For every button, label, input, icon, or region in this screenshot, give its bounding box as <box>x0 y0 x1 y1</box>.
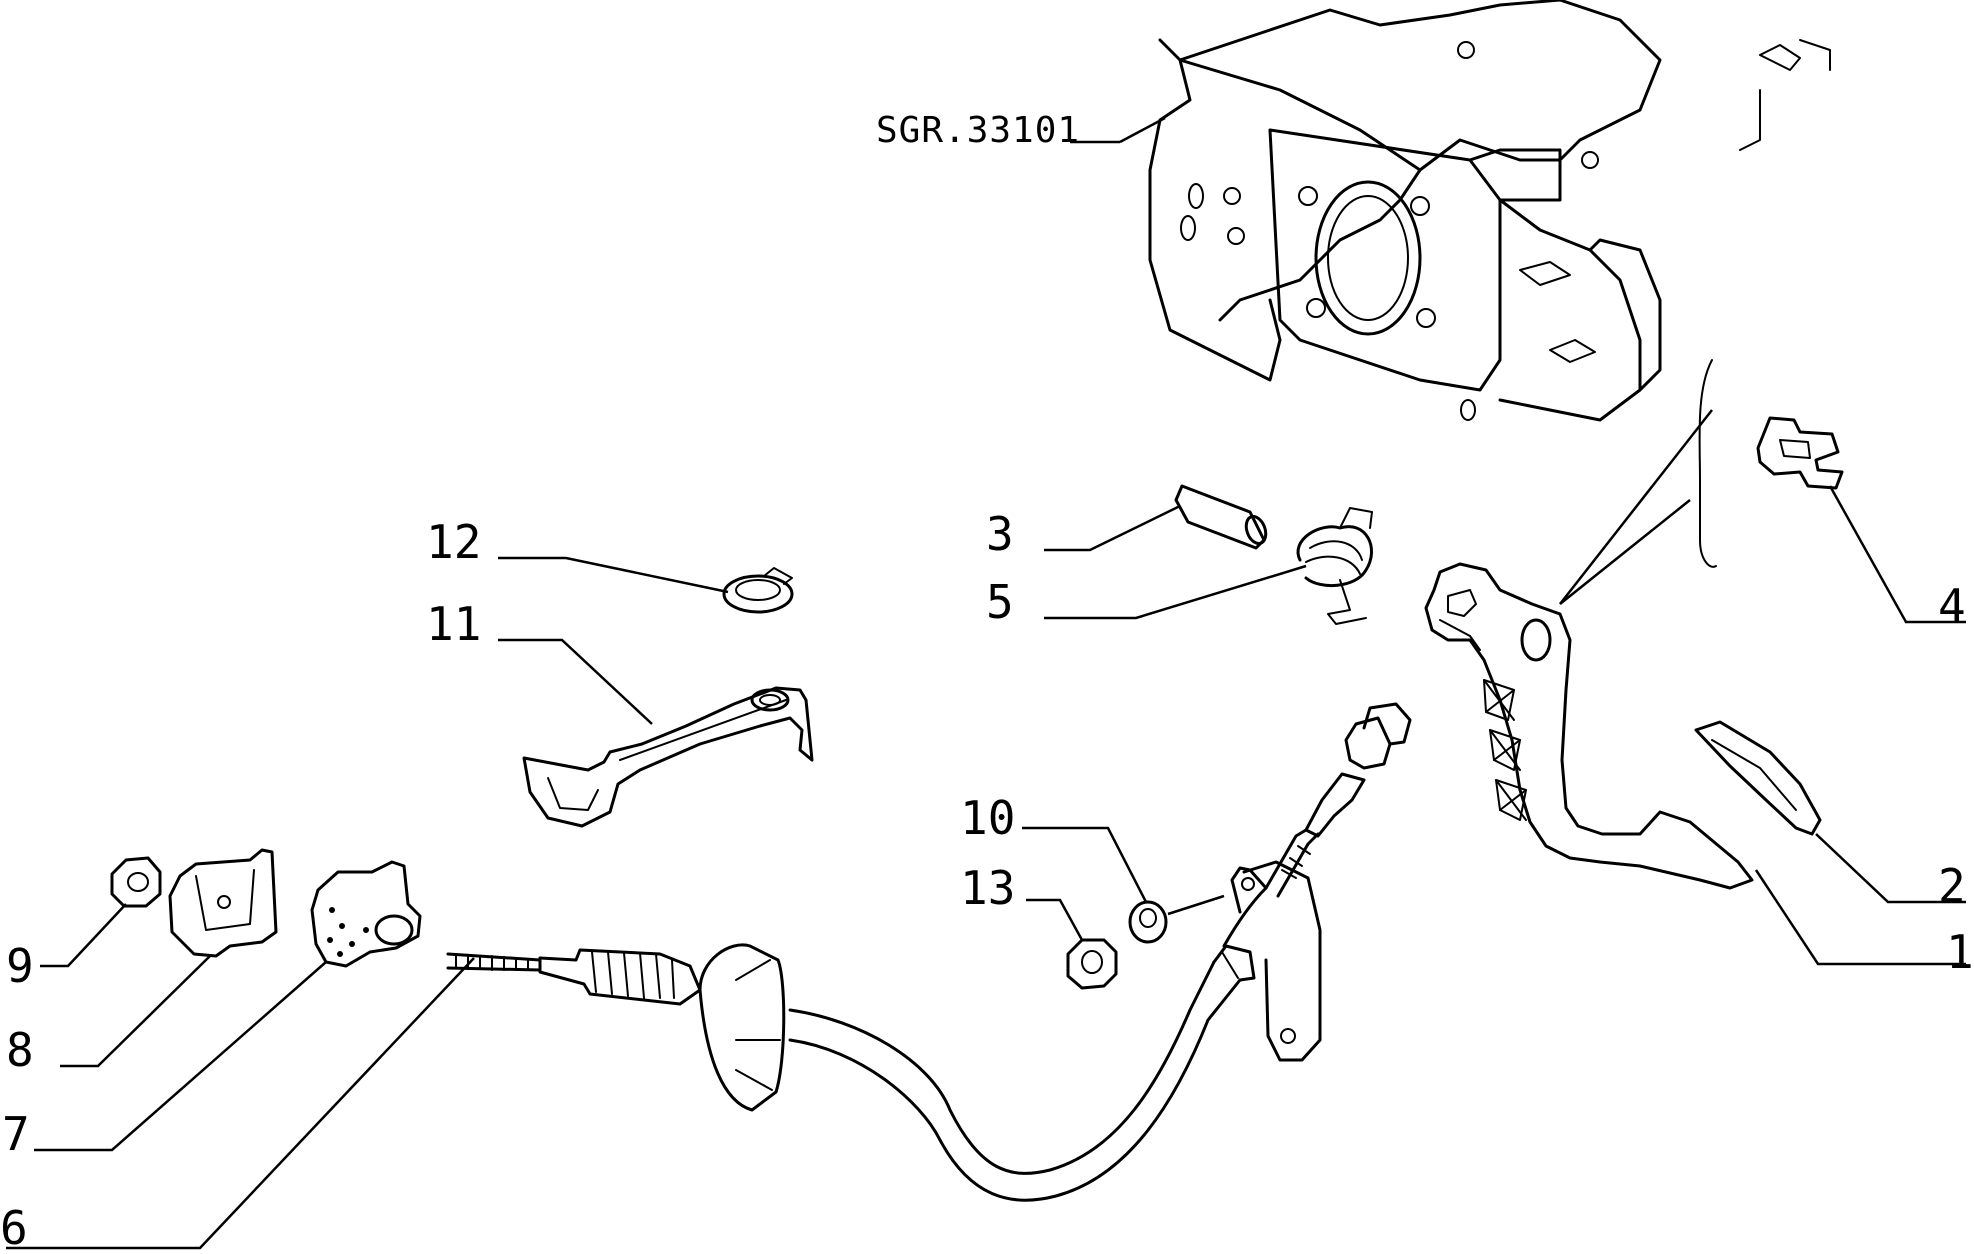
part-7-bushing-block <box>310 860 422 968</box>
part-8-bracket <box>168 848 278 958</box>
pivot-bracket-line <box>1698 359 1717 568</box>
leader-line <box>34 961 327 1152</box>
leader-line <box>498 556 729 594</box>
callout-2: 2 <box>1938 859 1966 913</box>
callout-12: 12 <box>426 515 481 569</box>
leader-line <box>1044 504 1181 552</box>
leader-line <box>60 955 211 1068</box>
leader-line <box>1026 898 1084 941</box>
callout-11: 11 <box>426 597 481 651</box>
texture-dot <box>349 941 355 947</box>
part-2-pedal-pad <box>1694 720 1822 836</box>
callout-6: 6 <box>0 1201 28 1254</box>
callout-4: 4 <box>1938 579 1966 633</box>
leader-line <box>6 957 475 1250</box>
part-5-spring <box>1296 507 1373 625</box>
part-11-lever-arm <box>522 686 814 828</box>
leader-line <box>498 638 653 725</box>
leader-line <box>1828 485 1966 624</box>
callout-7: 7 <box>2 1107 30 1161</box>
part-9-nut <box>110 856 162 908</box>
callout-10: 10 <box>960 791 1015 845</box>
part-6-clutch-cable <box>446 702 1412 1202</box>
callout-1: 1 <box>1946 925 1974 979</box>
leader-line <box>1119 116 1166 144</box>
callout-9: 9 <box>6 939 34 993</box>
leader-line <box>1044 564 1307 620</box>
part-3-pin <box>1174 484 1268 550</box>
texture-dot <box>329 907 335 913</box>
leader-line <box>1167 894 1225 916</box>
texture-dot <box>339 923 345 929</box>
callout-5: 5 <box>986 575 1014 629</box>
part-10-washer <box>1128 900 1168 944</box>
leader-line <box>1559 499 1691 605</box>
reference-label: SGR.33101 <box>876 110 1080 151</box>
texture-dot <box>337 951 343 957</box>
texture-dot <box>327 937 333 943</box>
leader-line <box>1754 869 1966 966</box>
leader-line <box>40 903 127 968</box>
texture-dot <box>363 927 369 933</box>
pedal-bracket-assembly <box>1148 0 1831 422</box>
part-1-pedal-lever <box>1424 562 1754 890</box>
callout-8: 8 <box>6 1023 34 1077</box>
part-12-retaining-ring <box>722 567 794 614</box>
part-4-clip <box>1756 416 1844 490</box>
callout-3: 3 <box>986 507 1014 561</box>
part-13-nut <box>1066 938 1118 990</box>
leader-line <box>1022 826 1148 903</box>
leader-line <box>1559 409 1713 605</box>
leader-line <box>1815 833 1966 904</box>
callout-13: 13 <box>960 861 1015 915</box>
